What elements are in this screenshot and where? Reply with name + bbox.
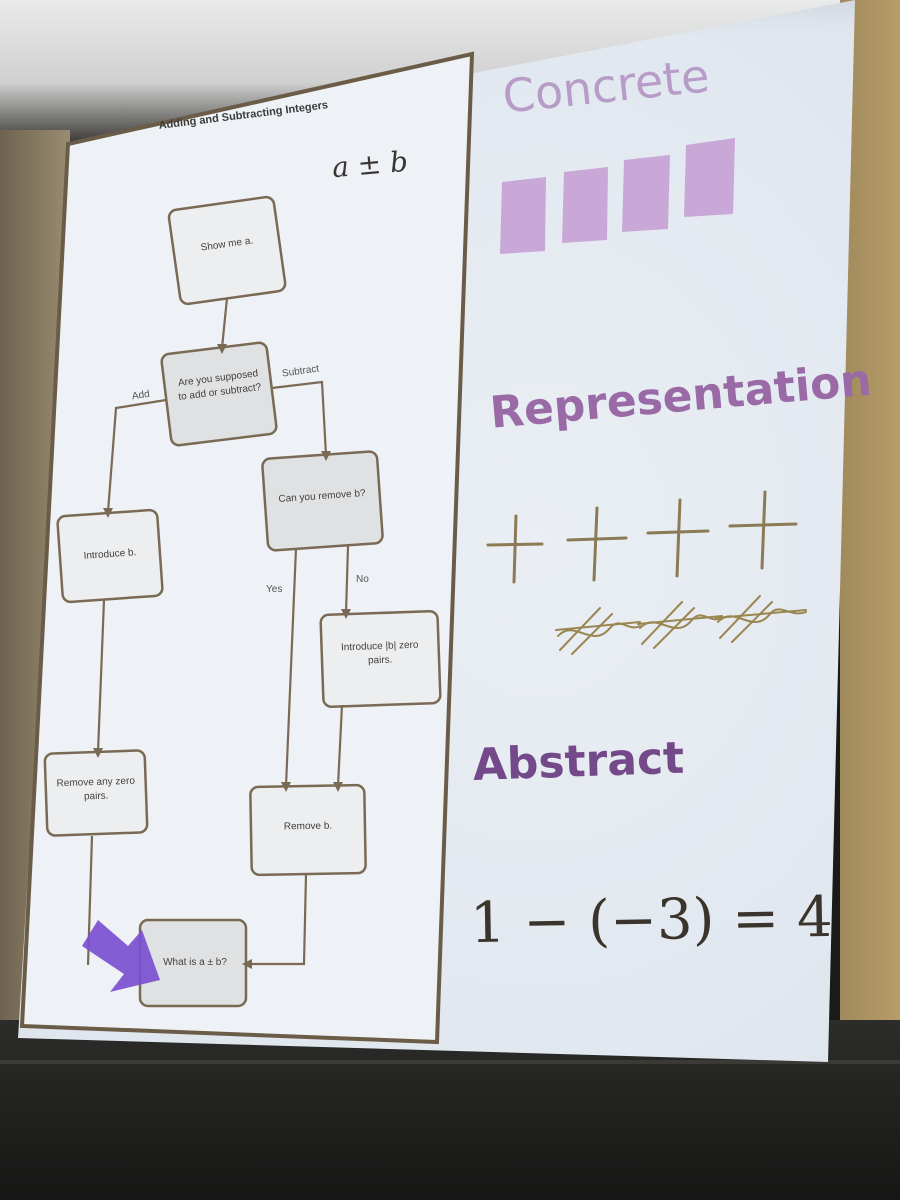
wall-trim [0,1060,900,1064]
abstract-equation: 1 − (−3) = 4 [469,884,834,957]
box-remove-b [249,783,367,877]
crossed-out-zero-pair-icon [637,601,723,649]
flowchart-connectors [86,297,350,966]
plus-mark-icon [728,490,798,570]
branch-yes: Yes [266,584,283,595]
pointer-arrow-icon [82,920,160,992]
plus-mark-icon [566,506,628,582]
concrete-block-3 [622,155,670,232]
box-remove-zero [43,749,149,837]
box-decision [160,341,278,447]
abstract-heading: Abstract [472,732,685,791]
step-what-is: What is a ± b? [163,957,227,968]
box-can-remove [261,450,384,552]
plus-mark-icon [486,514,544,584]
crossed-out-zero-pair-icon [715,595,807,643]
concrete-block-4 [684,138,735,217]
box-show-a [167,195,287,306]
branch-no: No [356,574,369,585]
concrete-block-1 [500,177,546,254]
plus-mark-icon [646,498,710,578]
flowchart-arrowheads [93,344,351,969]
concrete-block-2 [562,167,608,243]
box-introduce-zero [319,609,442,708]
crossed-out-zero-pair-icon [555,607,641,655]
